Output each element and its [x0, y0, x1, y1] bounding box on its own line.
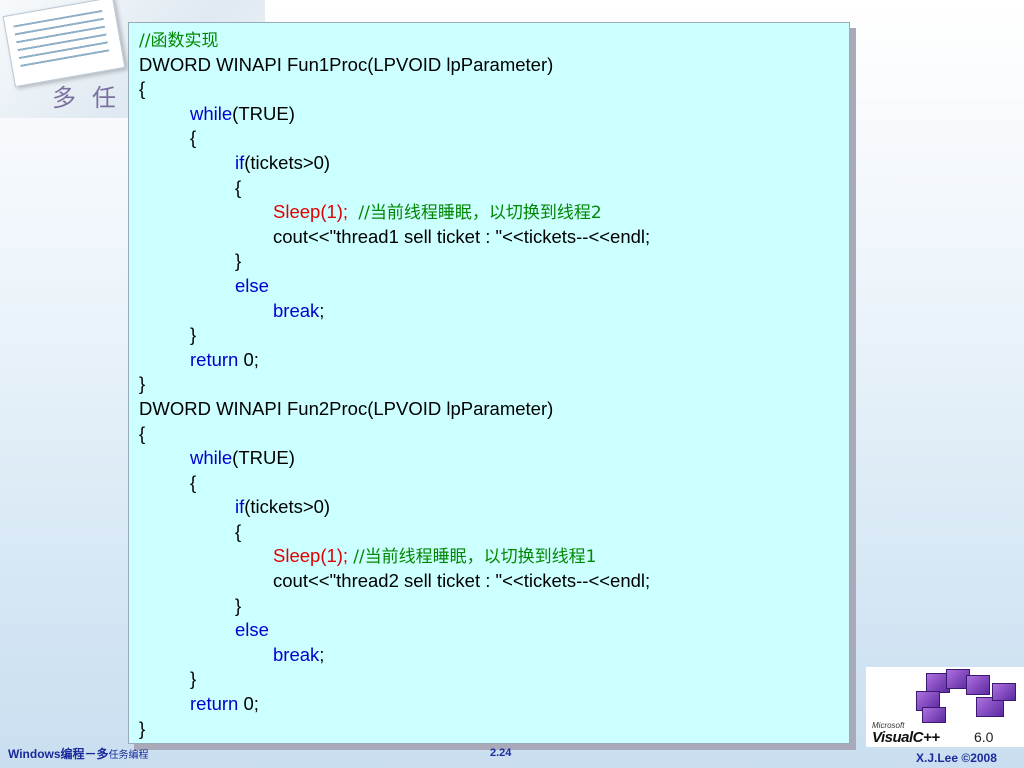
footer-page-number: 2.24: [490, 747, 512, 759]
code-line: }: [139, 372, 650, 397]
code-line: cout<<"thread2 sell ticket : "<<tickets-…: [139, 569, 650, 594]
code-line: else: [139, 618, 650, 643]
code-line: while(TRUE): [139, 102, 650, 127]
code-text: 0;: [238, 348, 259, 370]
document-sheet-graphic: [2, 0, 126, 88]
code-keyword: else: [235, 619, 269, 641]
code-keyword: return: [190, 693, 239, 715]
code-line: {: [139, 520, 650, 545]
code-line: Sleep(1); //当前线程睡眠，以切换到线程1: [139, 544, 650, 569]
code-text: (TRUE): [232, 102, 295, 124]
code-line: if(tickets>0): [139, 495, 650, 520]
vc-product: VisualC++: [872, 729, 940, 746]
code-line: }: [139, 594, 650, 619]
code-text: {: [139, 422, 146, 444]
visual-cpp-logo: Microsoft VisualC++ 6.0: [866, 667, 1024, 747]
code-line: break;: [139, 643, 650, 668]
code-keyword: return: [190, 348, 239, 370]
code-line: }: [139, 323, 650, 348]
code-text: }: [139, 717, 146, 739]
code-text: ;: [319, 643, 325, 665]
code-text: {: [235, 520, 242, 542]
code-text: DWORD WINAPI Fun2Proc(LPVOID lpParameter…: [139, 397, 554, 419]
code-line: DWORD WINAPI Fun1Proc(LPVOID lpParameter…: [139, 53, 650, 78]
code-keyword: else: [235, 274, 269, 296]
code-text: {: [190, 471, 197, 493]
code-line: //函数实现: [139, 28, 650, 53]
code-text: (TRUE): [232, 447, 295, 469]
code-line: {: [139, 471, 650, 496]
code-comment: //函数实现: [139, 31, 219, 51]
code-comment: //当前线程睡眠，以切换到线程1: [353, 547, 597, 568]
code-line: Sleep(1); //当前线程睡眠，以切换到线程2: [139, 200, 650, 225]
code-text: cout<<"thread1 sell ticket : "<<tickets-…: [273, 225, 651, 247]
code-text: }: [190, 668, 197, 690]
code-line: break;: [139, 299, 650, 324]
code-line: cout<<"thread1 sell ticket : "<<tickets-…: [139, 225, 650, 250]
code-call: Sleep(1);: [273, 201, 359, 223]
code-text: }: [235, 250, 242, 272]
code-text: ;: [319, 299, 325, 321]
code-line: return 0;: [139, 348, 650, 373]
code-line: while(TRUE): [139, 446, 650, 471]
code-text: (tickets>0): [244, 496, 331, 518]
code-text: {: [139, 78, 146, 100]
code-keyword: if: [235, 496, 245, 518]
logo-glyphs: 多任: [52, 84, 132, 112]
code-text: DWORD WINAPI Fun1Proc(LPVOID lpParameter…: [139, 53, 554, 75]
code-comment: //当前线程睡眠，以切换到线程2: [358, 203, 602, 224]
code-keyword: while: [190, 102, 233, 124]
code-text: }: [190, 324, 197, 346]
code-keyword: if: [235, 151, 245, 173]
code-call: Sleep(1);: [273, 545, 354, 567]
code-line: {: [139, 176, 650, 201]
code-line: else: [139, 274, 650, 299]
code-line: }: [139, 717, 650, 742]
vc-version: 6.0: [974, 729, 994, 745]
code-text: {: [235, 176, 242, 198]
code-text: }: [235, 594, 242, 616]
code-keyword: break: [273, 643, 320, 665]
code-line: DWORD WINAPI Fun2Proc(LPVOID lpParameter…: [139, 397, 650, 422]
code-line: {: [139, 77, 650, 102]
code-text: }: [139, 373, 146, 395]
footer-course-title: Windows编程－多任务编程: [8, 745, 149, 762]
code-keyword: while: [190, 447, 233, 469]
footer-title-sub: 任务编程: [108, 750, 149, 761]
code-line: if(tickets>0): [139, 151, 650, 176]
code-text: {: [190, 127, 197, 149]
code-line: {: [139, 422, 650, 447]
code-text: cout<<"thread2 sell ticket : "<<tickets-…: [273, 570, 651, 592]
code-line: {: [139, 126, 650, 151]
code-text: 0;: [238, 693, 259, 715]
code-line: }: [139, 667, 650, 692]
vc-brand: Microsoft: [872, 721, 905, 730]
code-keyword: break: [273, 299, 320, 321]
code-line: return 0;: [139, 692, 650, 717]
code-text: (tickets>0): [244, 151, 331, 173]
footer-title-main: Windows编程－多: [8, 747, 109, 761]
footer-copyright: X.J.Lee ©2008: [916, 751, 997, 765]
code-line: }: [139, 249, 650, 274]
